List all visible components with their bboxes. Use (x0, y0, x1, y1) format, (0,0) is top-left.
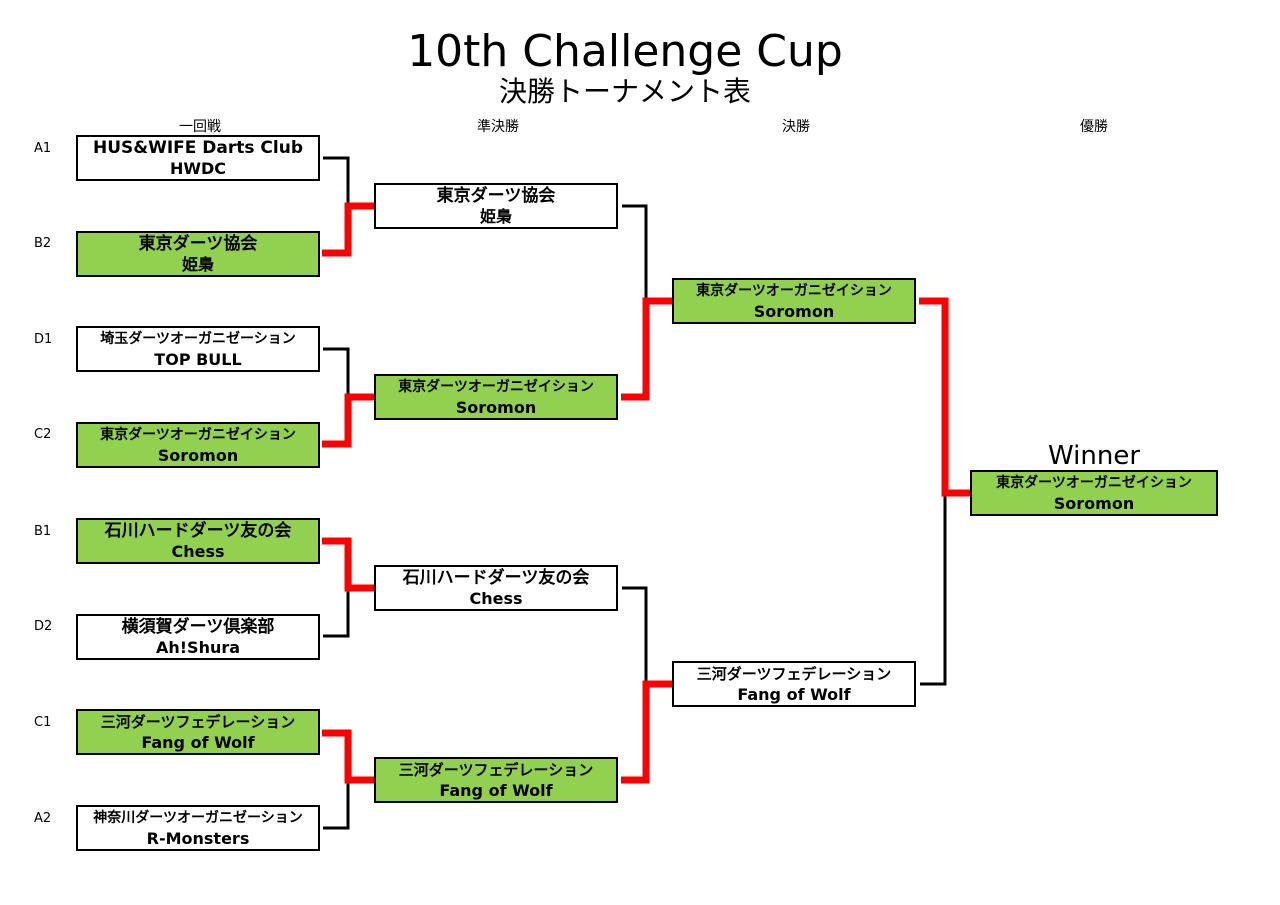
team-name: 東京ダーツオーガニゼイション (696, 283, 892, 299)
line-r1-d1 (323, 347, 350, 397)
round-header-final: 決勝 (782, 119, 810, 135)
semifinal-box-2: 東京ダーツオーガニゼイション Soromon (374, 374, 618, 420)
team-name: 神奈川ダーツオーガニゼーション (93, 810, 303, 826)
page-subtitle: 決勝トーナメント表 (498, 75, 751, 108)
match-box-a1: HUS&WIFE Darts Club HWDC (76, 135, 320, 181)
seed-b1: B1 (34, 524, 52, 539)
player-name: Ah!Shura (155, 638, 241, 657)
match-box-b2: 東京ダーツ協会 姫梟 (76, 231, 320, 277)
seed-a2: A2 (34, 811, 52, 826)
round-header-first: 一回戦 (179, 119, 221, 135)
player-name: 姫梟 (479, 207, 512, 226)
team-name: 東京ダーツ協会 (436, 186, 556, 206)
team-name: 三河ダーツフェデレーション (100, 713, 296, 731)
team-name: 東京ダーツオーガニゼイション (398, 379, 594, 395)
round-header-champion: 優勝 (1080, 119, 1108, 135)
player-name: HWDC (169, 159, 227, 178)
seed-a1: A1 (34, 141, 52, 156)
line-r1-a2 (323, 780, 350, 830)
line-adv-b2 (322, 202, 374, 257)
team-name: 東京ダーツオーガニゼイション (996, 475, 1192, 491)
champion-box: 東京ダーツオーガニゼイション Soromon (970, 470, 1218, 516)
line-adv-c1 (322, 729, 374, 784)
final-box-2: 三河ダーツフェデレーション Fang of Wolf (672, 661, 916, 707)
match-box-d2: 横須賀ダーツ倶楽部 Ah!Shura (76, 614, 320, 660)
team-name: 三河ダーツフェデレーション (696, 665, 892, 683)
team-name: 埼玉ダーツオーガニゼーション (100, 331, 296, 347)
winner-label: Winner (1048, 441, 1141, 471)
line-r1-a1 (323, 156, 350, 206)
final-box-1: 東京ダーツオーガニゼイション Soromon (672, 278, 916, 324)
player-name: Fang of Wolf (737, 685, 851, 704)
player-name: Fang of Wolf (141, 733, 255, 752)
player-name: Soromon (455, 398, 537, 417)
match-box-d1: 埼玉ダーツオーガニゼーション TOP BULL (76, 326, 320, 372)
player-name: TOP BULL (154, 350, 242, 369)
player-name: Fang of Wolf (439, 781, 553, 800)
semifinal-box-4: 三河ダーツフェデレーション Fang of Wolf (374, 757, 618, 803)
match-box-c2: 東京ダーツオーガニゼイション Soromon (76, 422, 320, 468)
seed-c1: C1 (34, 715, 52, 730)
line-adv-sf4 (621, 680, 672, 784)
line-final-bottom (920, 493, 947, 686)
seed-b2: B2 (34, 236, 52, 251)
line-sf-top (622, 204, 648, 301)
team-name: 石川ハードダーツ友の会 (402, 568, 590, 588)
team-name: 横須賀ダーツ倶楽部 (121, 617, 275, 637)
player-name: Soromon (753, 302, 835, 321)
seed-d1: D1 (34, 332, 53, 347)
line-sf-bottom (622, 586, 648, 684)
player-name: Soromon (1053, 494, 1135, 513)
semifinal-box-3: 石川ハードダーツ友の会 Chess (374, 565, 618, 611)
team-name: 東京ダーツオーガニゼイション (100, 427, 296, 443)
player-name: 姫梟 (181, 255, 214, 274)
team-name: HUS&WIFE Darts Club (92, 138, 304, 158)
line-adv-c2 (322, 393, 374, 448)
team-name: 石川ハードダーツ友の会 (104, 521, 292, 541)
round-header-semifinal: 準決勝 (477, 119, 519, 135)
semifinal-box-1: 東京ダーツ協会 姫梟 (374, 183, 618, 229)
player-name: Chess (469, 589, 523, 608)
line-adv-b1 (322, 537, 374, 592)
seed-c2: C2 (34, 427, 52, 442)
page-title: 10th Challenge Cup (407, 26, 843, 77)
line-r1-d2 (323, 588, 350, 638)
team-name: 三河ダーツフェデレーション (398, 761, 594, 779)
line-adv-sf2 (621, 297, 672, 401)
seed-d2: D2 (34, 619, 53, 634)
line-adv-final (919, 297, 970, 497)
player-name: Chess (171, 542, 225, 561)
match-box-b1: 石川ハードダーツ友の会 Chess (76, 518, 320, 564)
match-box-c1: 三河ダーツフェデレーション Fang of Wolf (76, 709, 320, 755)
player-name: R-Monsters (146, 829, 250, 848)
player-name: Soromon (157, 446, 239, 465)
match-box-a2: 神奈川ダーツオーガニゼーション R-Monsters (76, 805, 320, 851)
team-name: 東京ダーツ協会 (138, 234, 258, 254)
